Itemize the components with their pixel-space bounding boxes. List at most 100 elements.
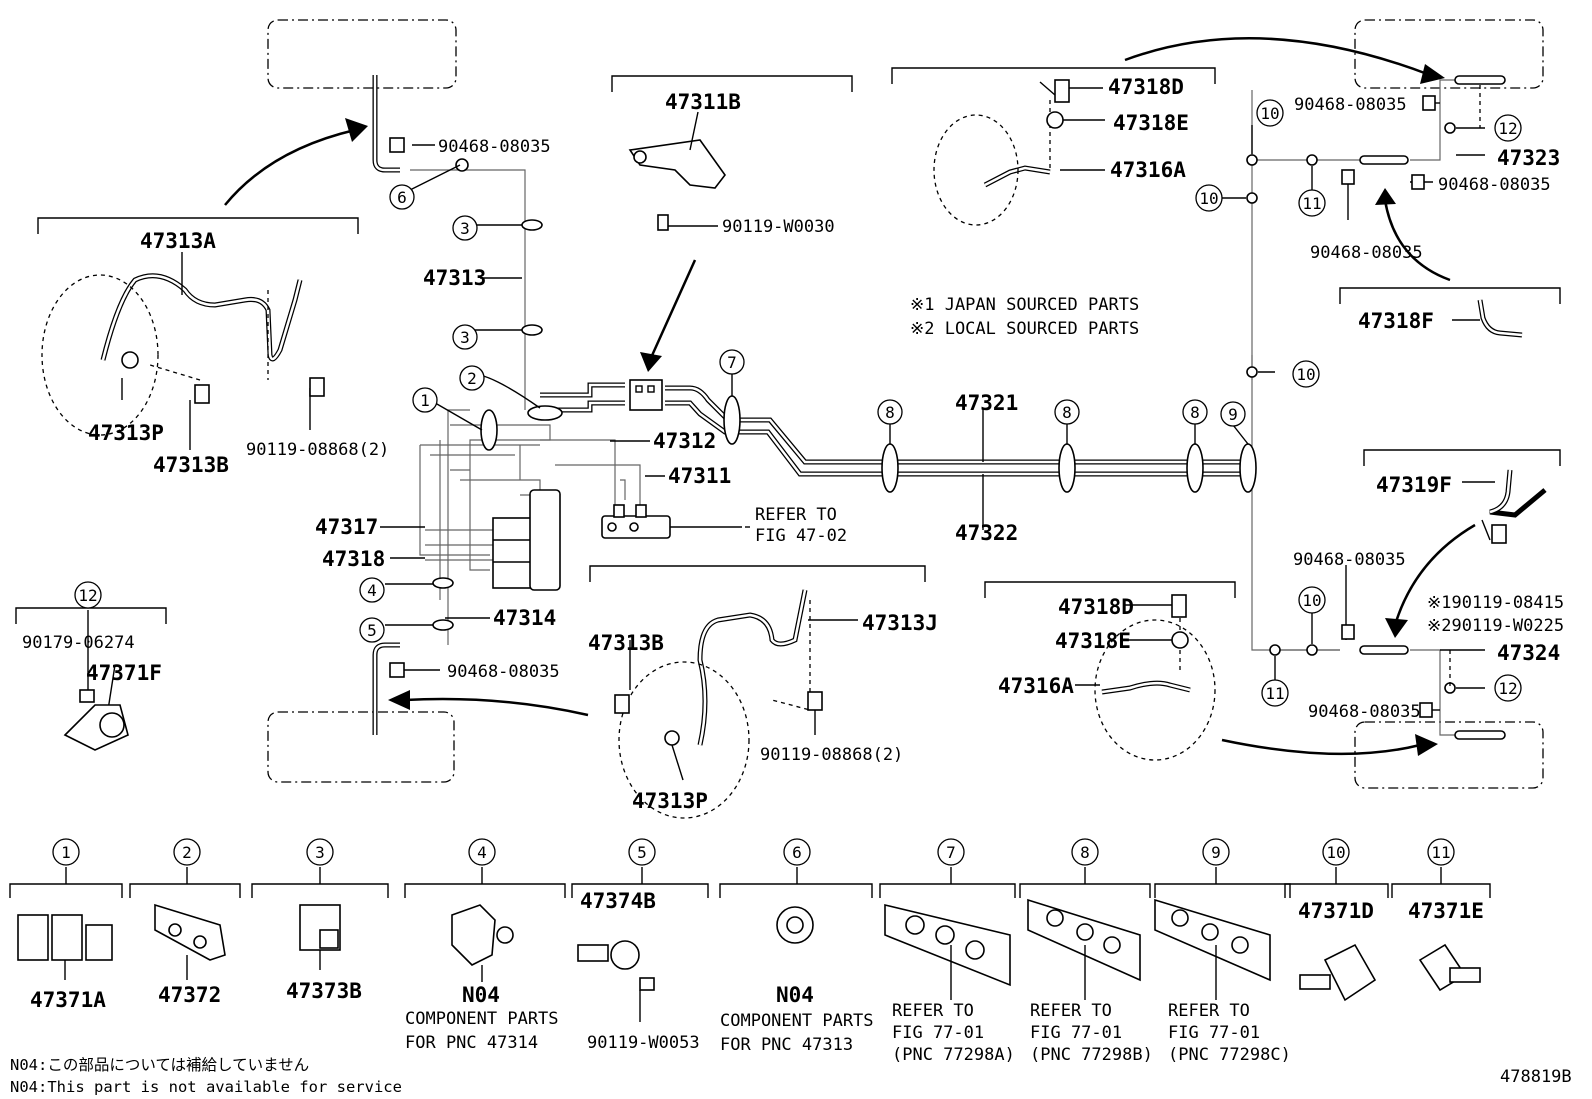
label-90119-08868-left: 90119-08868(2) (246, 440, 389, 460)
direction-arrows (224, 37, 1476, 756)
label-47316A-mid: 47316A (998, 674, 1074, 698)
label-47311: 47311 (668, 464, 731, 488)
label-47318D-top: 47318D (1108, 75, 1184, 99)
clamp-N04-47314-icon (451, 904, 514, 966)
label-47319F: 47319F (1376, 473, 1452, 497)
footnote-english: N04:This part is not available for servi… (10, 1078, 402, 1096)
clamp-7 (723, 395, 741, 445)
label-90119-08415: ※190119-08415 (1427, 593, 1564, 613)
clip-47371E-icon (1418, 943, 1481, 992)
bracket-47316A-mid (984, 581, 1236, 598)
legend-pnc-77298A: (PNC 77298A) (892, 1045, 1015, 1065)
legend-pnc-77298B: (PNC 77298B) (1030, 1045, 1153, 1065)
label-47313A: 47313A (140, 229, 216, 253)
label-47324: 47324 (1497, 641, 1560, 665)
label-47313P-center: 47313P (632, 789, 708, 813)
label-47371F: 47371F (86, 661, 162, 685)
legend-callout-9: 9 (1211, 843, 1221, 862)
label-90468-tr3: 90468-08035 (1310, 243, 1423, 263)
callout-10a: 10 (1260, 104, 1279, 123)
callout-10d: 10 (1302, 591, 1321, 610)
callout-5: 5 (367, 621, 377, 640)
clamp-9 (1239, 443, 1257, 493)
legend-callout-8: 8 (1080, 843, 1090, 862)
label-90119-W0030: 90119-W0030 (722, 217, 835, 237)
leader-lines (87, 81, 1495, 781)
clamp-4 (432, 577, 454, 589)
label-90468-tr2: 90468-08035 (1438, 175, 1551, 195)
label-47318E-top: 47318E (1113, 111, 1189, 135)
legend-callout-4: 4 (477, 843, 487, 862)
callout-1: 1 (420, 391, 430, 410)
diagram-callouts: 1 2 3 3 4 5 6 7 8 8 8 9 10 10 10 10 11 1… (74, 99, 1522, 707)
legend-callout-1: 1 (61, 843, 71, 862)
legend-47372: 47372 (158, 983, 221, 1007)
note-local-sourced: ※2 LOCAL SOURCED PARTS (910, 319, 1139, 339)
callout-11a: 11 (1302, 194, 1321, 213)
legend-refer-to-8: REFER TO (1030, 1001, 1112, 1021)
detail-circle-47313P-center (618, 661, 750, 819)
legend-47371D: 47371D (1298, 899, 1374, 923)
legend-47373B: 47373B (286, 979, 362, 1003)
clamp-6 (455, 158, 469, 172)
bracket-47318F (1339, 287, 1561, 304)
clamp-5 (432, 619, 454, 631)
label-47322: 47322 (955, 521, 1018, 545)
clamp-3b (521, 324, 543, 336)
label-47318D-mid: 47318D (1058, 595, 1134, 619)
part-47311B-shape (628, 139, 726, 231)
legend-pnc-77298C: (PNC 77298C) (1168, 1045, 1291, 1065)
label-47313B-left: 47313B (153, 453, 229, 477)
legend-47371E: 47371E (1408, 899, 1484, 923)
label-90468-mr: 90468-08035 (1293, 550, 1406, 570)
callout-12a: 12 (1498, 119, 1517, 138)
label-47317: 47317 (315, 515, 378, 539)
legend: 1 2 3 4 5 6 7 8 9 10 11 (9, 838, 1491, 1065)
callout-6: 6 (397, 188, 407, 207)
label-90179-06274: 90179-06274 (22, 633, 135, 653)
callout-10c: 10 (1296, 365, 1315, 384)
legend-refer-to-9: REFER TO (1168, 1001, 1250, 1021)
legend-N04-b: N04 (776, 983, 814, 1007)
callout-8b: 8 (1062, 403, 1072, 422)
legend-component-parts-b: COMPONENT PARTS (720, 1011, 874, 1031)
label-47312: 47312 (653, 429, 716, 453)
detail-circle-47316A-top (933, 114, 1019, 226)
caliper-box-front-right (1354, 19, 1544, 89)
legend-47371A: 47371A (30, 988, 106, 1012)
bracket-47313J (589, 565, 926, 582)
label-47314: 47314 (493, 606, 556, 630)
note-japan-sourced: ※1 JAPAN SOURCED PARTS (910, 295, 1139, 315)
legend-callout-7: 7 (946, 843, 956, 862)
label-47316A-top: 47316A (1110, 158, 1186, 182)
legend-fig-77-01-9: FIG 77-01 (1168, 1023, 1260, 1043)
label-90468-tr1: 90468-08035 (1294, 95, 1407, 115)
clamp-2 (527, 405, 563, 421)
legend-callout-11: 11 (1431, 843, 1450, 862)
callout-11b: 11 (1265, 684, 1284, 703)
caliper-box-rear-left (267, 711, 455, 783)
label-90119-W0225: ※290119-W0225 (1427, 616, 1564, 636)
legend-fig-77-01-8: FIG 77-01 (1030, 1023, 1122, 1043)
bracket-47313A (37, 217, 359, 234)
bracket-47311B (611, 75, 853, 92)
label-47318F: 47318F (1358, 309, 1434, 333)
clip-47371D-icon (1299, 943, 1377, 1002)
legend-fig-77-01-7: FIG 77-01 (892, 1023, 984, 1043)
label-90468-br: 90468-08035 (1308, 702, 1421, 722)
legend-callout-3: 3 (315, 843, 325, 862)
small-parts (63, 79, 1507, 751)
label-90468-bl: 90468-08035 (447, 662, 560, 682)
clamp-47371A-icon (17, 914, 113, 961)
label-90468-tl: 90468-08035 (438, 137, 551, 157)
label-47323: 47323 (1497, 146, 1560, 170)
master-cylinder (601, 504, 742, 539)
legend-refer-to-7: REFER TO (892, 1001, 974, 1021)
label-refer-to: REFER TO (755, 505, 837, 525)
legend-callout-5: 5 (637, 843, 647, 862)
caliper-box-front-left (267, 19, 457, 89)
bracket-47319F (1363, 449, 1561, 466)
legend-N04-a: N04 (462, 983, 500, 1007)
clamp-8b (1058, 443, 1076, 493)
